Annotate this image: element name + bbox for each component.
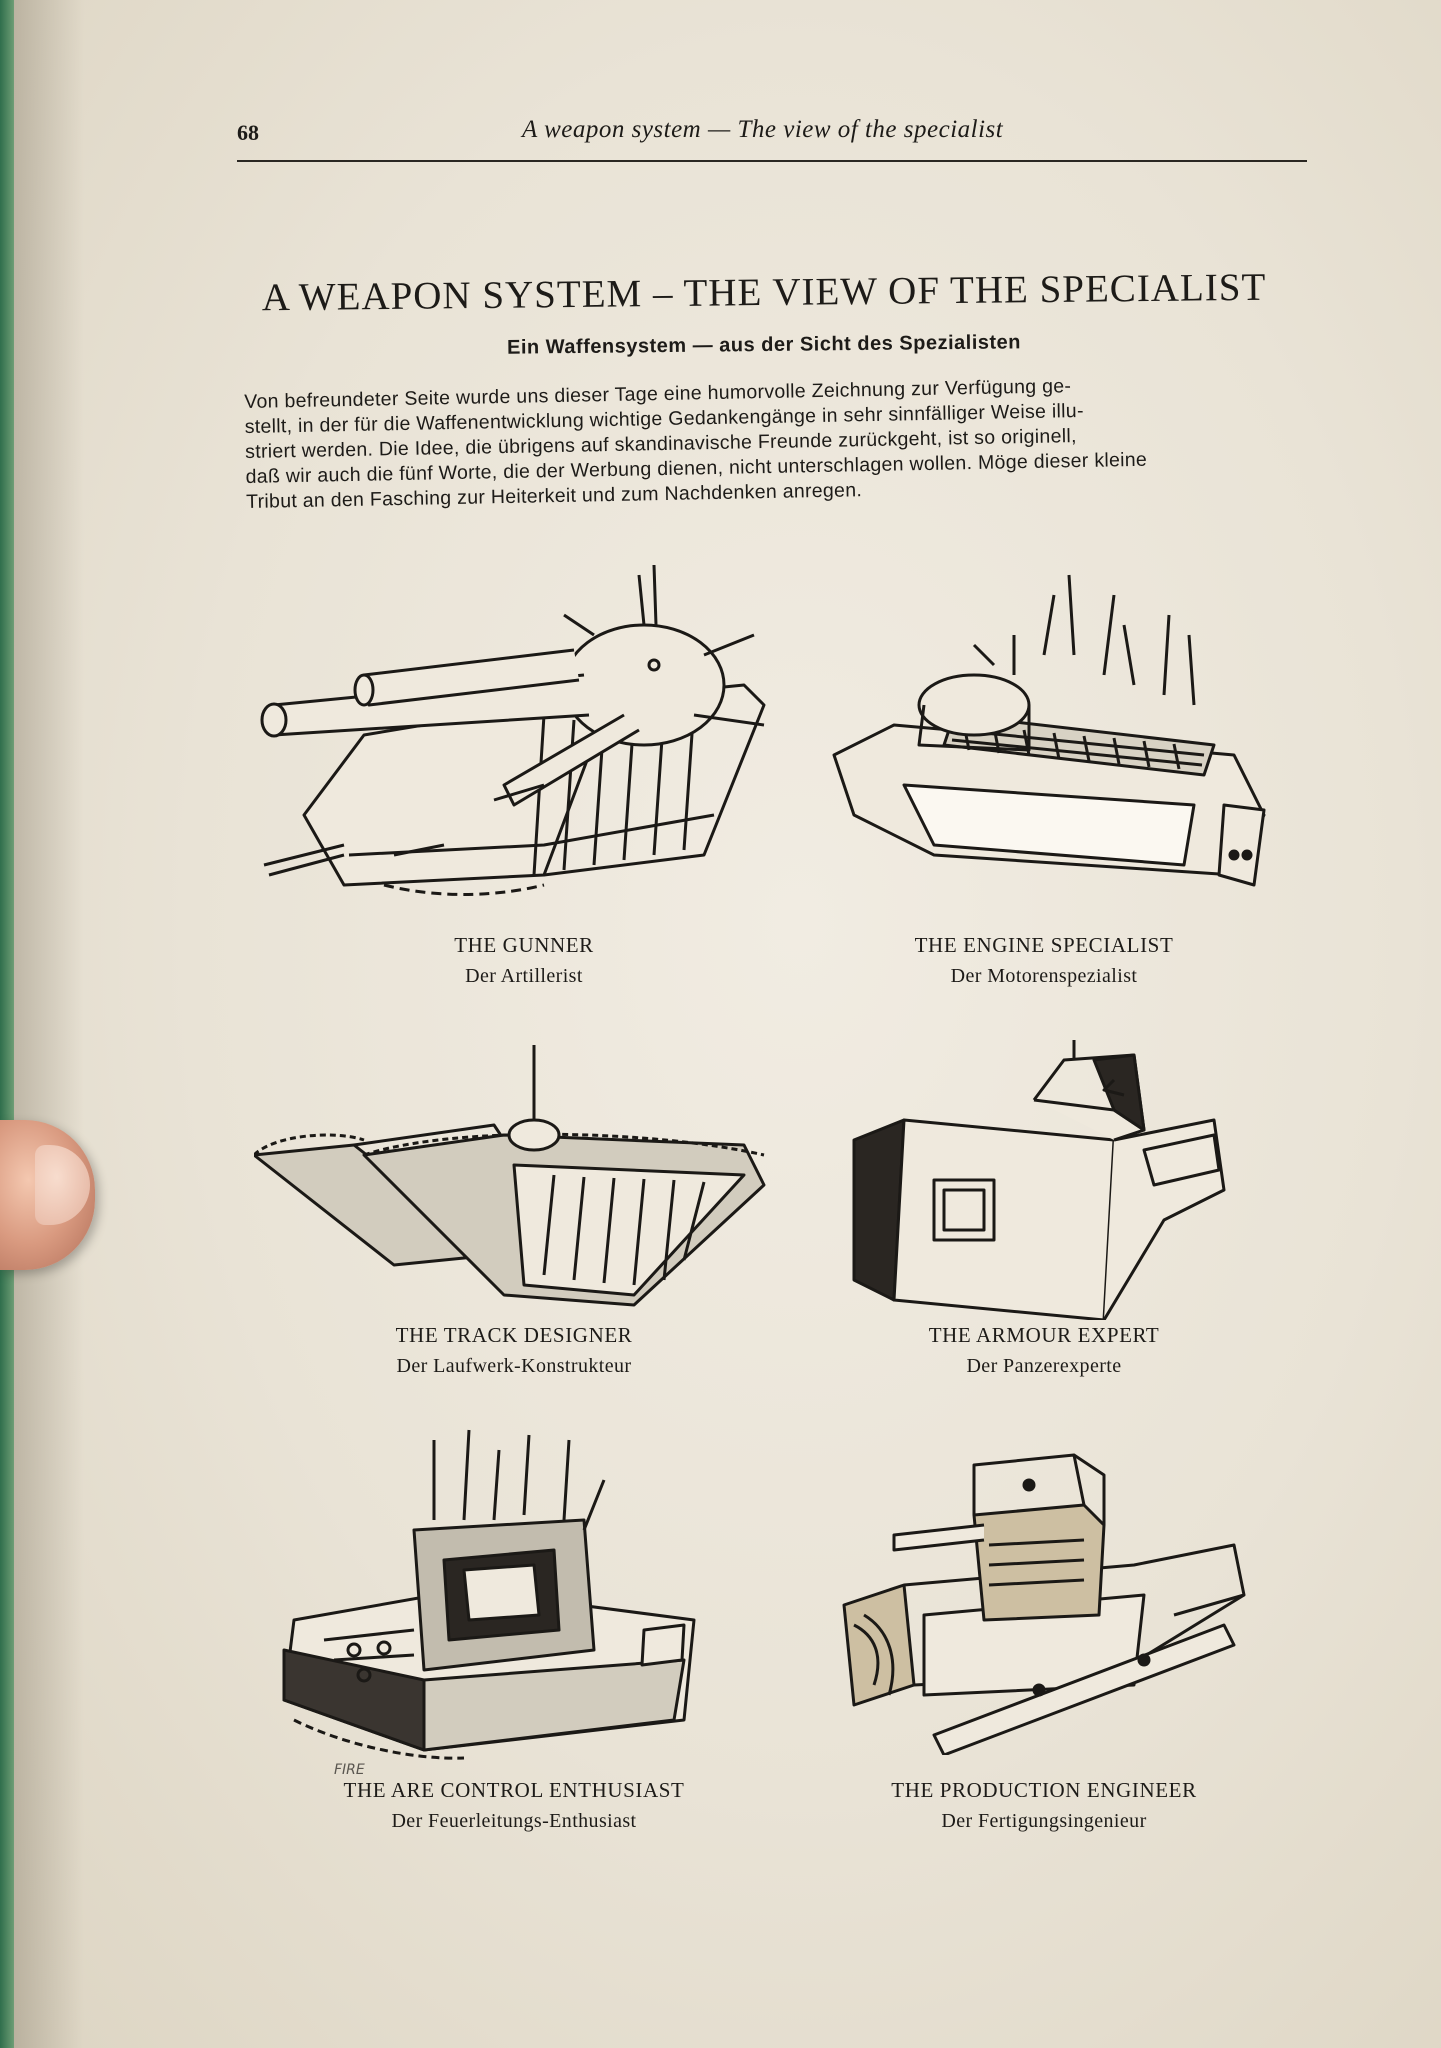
running-header: 68 A weapon system — The view of the spe… xyxy=(237,112,1307,156)
cartoon-production-engineer: THE PRODUCTION ENGINEER Der Fertigungsin… xyxy=(814,1445,1274,1840)
cartoon-fire-control-enthusiast: FIRE THE ARE CONTROL ENTHUSIAST Der Feue… xyxy=(264,1420,764,1840)
armour-tank-drawing xyxy=(852,1040,1226,1320)
production-tank-drawing xyxy=(842,1453,1246,1755)
track-tank-drawing xyxy=(254,1045,766,1307)
cartoon-engine-specialist: THE ENGINE SPECIALIST Der Motorenspezial… xyxy=(814,555,1274,995)
caption-gunner-de: Der Artillerist xyxy=(465,965,583,987)
caption-production-de: Der Fertigungsingenieur xyxy=(941,1810,1147,1832)
cartoon-gunner: THE GUNNER Der Artillerist xyxy=(244,555,804,995)
book-page: 68 A weapon system — The view of the spe… xyxy=(14,0,1441,2048)
page-number: 68 xyxy=(237,120,259,145)
caption-armour-de: Der Panzerexperte xyxy=(966,1355,1122,1377)
cartoon-track-designer: THE TRACK DESIGNER Der Laufwerk-Konstruk… xyxy=(254,1045,774,1395)
article-title: A WEAPON SYSTEM – THE VIEW OF THE SPECIA… xyxy=(261,265,1267,320)
caption-fire-control-en: THE ARE CONTROL ENTHUSIAST xyxy=(343,1778,685,1802)
caption-track-de: Der Laufwerk-Konstrukteur xyxy=(396,1355,632,1377)
intro-paragraph: Von befreundeter Seite wurde uns dieser … xyxy=(244,370,1310,515)
handwritten-note: FIRE xyxy=(334,1762,365,1778)
header-rule xyxy=(237,160,1307,162)
running-title: A weapon system — The view of the specia… xyxy=(522,116,1004,143)
caption-production-en: THE PRODUCTION ENGINEER xyxy=(891,1778,1197,1802)
cartoon-armour-expert: THE ARMOUR EXPERT Der Panzerexperte xyxy=(814,1040,1274,1395)
caption-engine-en: THE ENGINE SPECIALIST xyxy=(914,933,1174,957)
caption-fire-control-de: Der Feuerleitungs-Enthusiast xyxy=(391,1810,637,1832)
gunner-tank-drawing xyxy=(260,564,766,896)
caption-armour-en: THE ARMOUR EXPERT xyxy=(928,1323,1160,1347)
caption-engine-de: Der Motorenspezialist xyxy=(950,965,1138,987)
caption-gunner-en: THE GUNNER xyxy=(454,933,594,957)
caption-track-en: THE TRACK DESIGNER xyxy=(395,1323,633,1347)
article-subtitle: Ein Waffensystem — aus der Sicht des Spe… xyxy=(506,331,1022,359)
fire-control-tank-drawing xyxy=(282,1429,696,1760)
engine-tank-drawing xyxy=(832,574,1266,887)
